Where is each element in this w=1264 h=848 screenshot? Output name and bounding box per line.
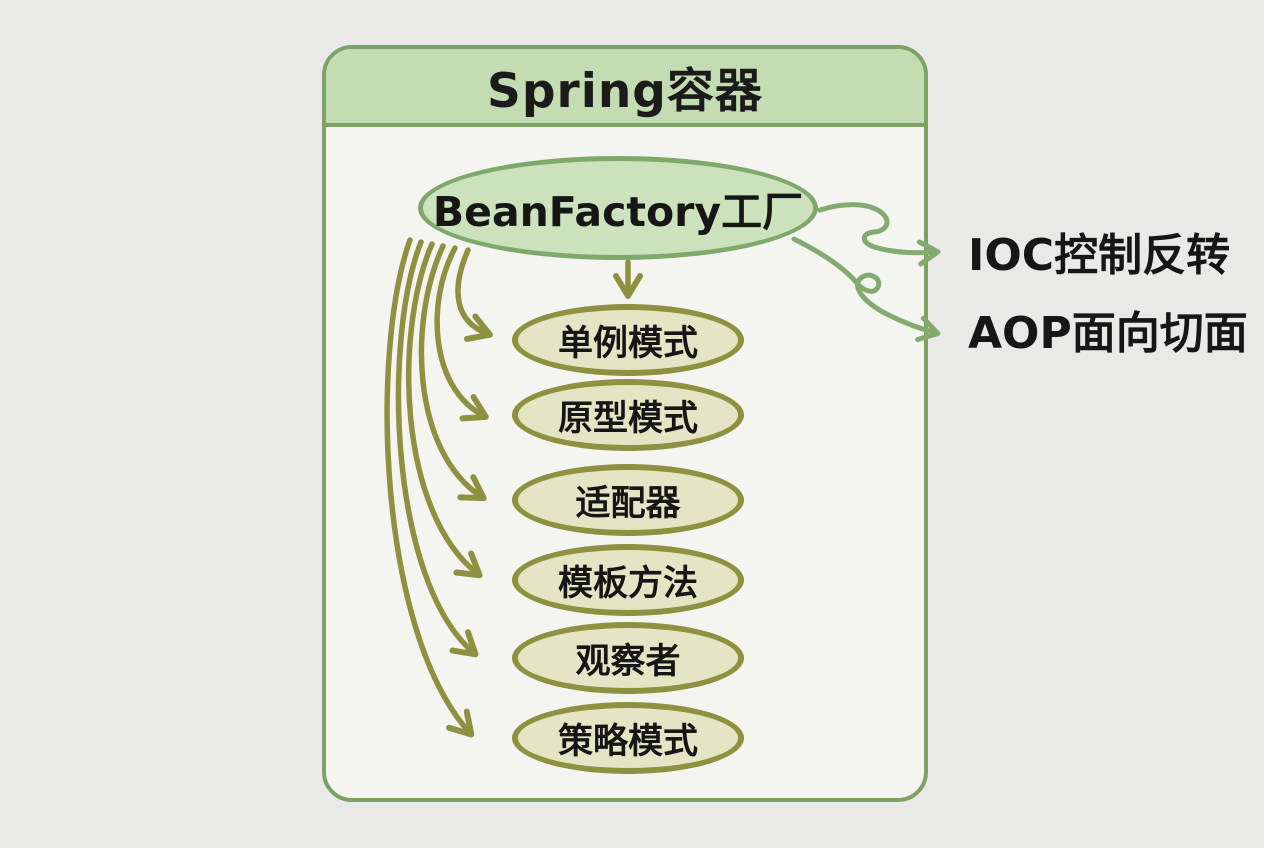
spring-container-title: Spring容器: [487, 63, 763, 119]
annotation-aop: AOP面向切面: [968, 308, 1248, 359]
pattern-node-observer: 观察者: [512, 622, 744, 694]
pattern-node-prototype: 原型模式: [512, 379, 744, 451]
pattern-node-template-method: 模板方法: [512, 544, 744, 616]
pattern-label-template-method: 模板方法: [557, 563, 698, 604]
pattern-label-prototype: 原型模式: [557, 398, 698, 439]
beanfactory-label: BeanFactory工厂: [432, 188, 804, 236]
pattern-label-observer: 观察者: [575, 641, 681, 682]
pattern-label-adapter: 适配器: [575, 483, 681, 524]
annotation-ioc: IOC控制反转: [968, 230, 1231, 281]
spring-container-header: Spring容器: [326, 49, 924, 127]
pattern-label-singleton: 单例模式: [557, 323, 698, 364]
pattern-node-adapter: 适配器: [512, 464, 744, 536]
pattern-label-strategy: 策略模式: [557, 721, 698, 762]
pattern-node-strategy: 策略模式: [512, 702, 744, 774]
pattern-node-singleton: 单例模式: [512, 304, 744, 376]
beanfactory-node: BeanFactory工厂: [418, 156, 818, 260]
